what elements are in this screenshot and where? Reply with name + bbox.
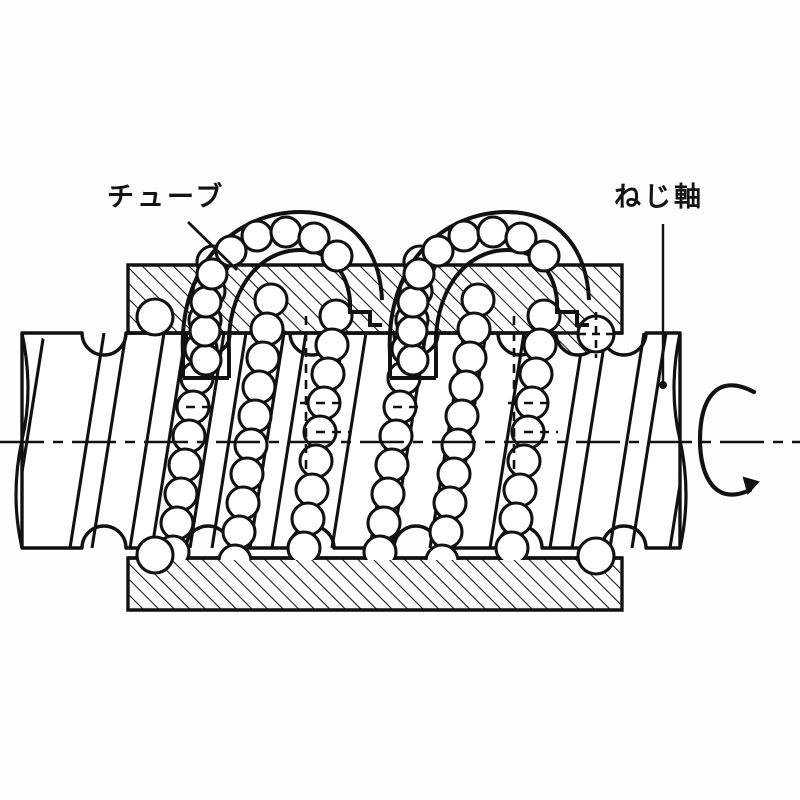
screw-shaft [14, 331, 688, 550]
tube-balls [188, 215, 561, 377]
label-tube: チューブ [107, 182, 226, 213]
leader-dot-shaft [659, 381, 667, 389]
ball-chains [155, 244, 562, 560]
tube-outer-wall [180, 209, 384, 356]
rotation-arrow [697, 383, 760, 497]
shaft-break-left [14, 332, 30, 549]
leader-line-tube [187, 220, 238, 272]
edge-ball-marks [578, 312, 614, 358]
ball-chain [286, 298, 354, 560]
nut-lower-section [126, 556, 624, 612]
label-screw-shaft: ねじ軸 [614, 182, 704, 213]
rotation-arrow-head [742, 476, 760, 496]
tube-step [348, 300, 382, 327]
ball-chain [217, 282, 289, 560]
edge-ball [135, 297, 175, 337]
ball-chain [424, 282, 496, 560]
tube-step [555, 300, 589, 327]
ball-chain [494, 298, 562, 560]
shaft-break-right [672, 332, 688, 549]
return-tubes [180, 209, 591, 380]
tube-inner-wall [226, 247, 352, 353]
edge-ball [135, 535, 175, 575]
tube-outer-wall [387, 209, 591, 356]
rotation-arc [697, 383, 757, 497]
edge-ball [576, 536, 616, 576]
tube-inner-wall [433, 247, 559, 353]
